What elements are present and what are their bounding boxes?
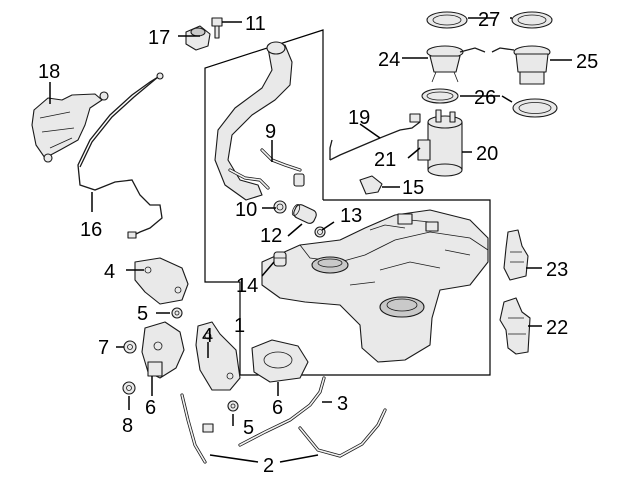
callout-7: 7 [98, 337, 109, 359]
callout-labels: 1 2 3 4 4 5 5 6 6 7 8 9 10 11 12 13 14 1… [38, 9, 598, 477]
heat-shield-4b [195, 321, 241, 391]
filler-neck [214, 41, 305, 201]
callout-20: 20 [476, 143, 498, 165]
callout-4b: 4 [202, 325, 213, 347]
bracket-6b [251, 339, 309, 383]
strap-3 [238, 376, 326, 447]
harness-19 [329, 113, 421, 161]
hose-12 [291, 204, 317, 224]
vapor-tube-16 [77, 72, 164, 239]
callout-5a: 5 [137, 303, 148, 325]
callout-4a: 4 [104, 261, 115, 283]
callout-23: 23 [546, 259, 568, 281]
callout-8: 8 [122, 415, 133, 437]
nut-5b [227, 400, 239, 412]
strap-2 [180, 393, 387, 464]
grommet-10 [273, 200, 287, 214]
fuel-pump-20 [417, 109, 463, 177]
callout-19: 19 [348, 107, 370, 129]
bolt-11 [211, 17, 223, 39]
callout-15: 15 [402, 177, 424, 199]
gasket-26b [512, 98, 558, 118]
callout-16: 16 [80, 219, 102, 241]
callout-1: 1 [234, 315, 245, 337]
bracket-22 [499, 297, 531, 355]
heat-shield-4a [134, 257, 189, 305]
callout-5b: 5 [243, 417, 254, 439]
fuel-tank [261, 209, 489, 363]
callout-11: 11 [245, 13, 266, 35]
check-valve-17 [185, 25, 211, 51]
leader-lines [49, 17, 572, 463]
sender-unit-25 [491, 45, 551, 85]
callout-26: 26 [474, 87, 496, 109]
lock-ring-27b [511, 11, 553, 29]
nut-5a [171, 307, 183, 319]
lock-ring-27a [426, 11, 468, 29]
bracket-15 [359, 175, 383, 195]
callout-18: 18 [38, 61, 60, 83]
assembly-boundary [204, 29, 491, 376]
callout-24: 24 [378, 49, 400, 71]
callout-12: 12 [260, 225, 282, 247]
bracket-23 [503, 229, 529, 281]
callout-3: 3 [337, 393, 348, 415]
callout-10: 10 [235, 199, 257, 221]
evap-canister-18 [31, 91, 109, 163]
bracket-6a [141, 321, 185, 379]
bolt-8 [122, 381, 136, 395]
callout-22: 22 [546, 317, 568, 339]
callout-25: 25 [576, 51, 598, 73]
gasket-26a [421, 88, 459, 104]
callout-13: 13 [340, 205, 362, 227]
callout-6a: 6 [145, 397, 156, 419]
nut-7 [123, 340, 137, 354]
callout-9: 9 [265, 121, 276, 143]
callout-27: 27 [478, 9, 500, 31]
clip-14 [273, 251, 287, 267]
callout-6b: 6 [272, 397, 283, 419]
sender-unit-24 [426, 45, 486, 83]
callout-2: 2 [263, 455, 274, 477]
callout-21: 21 [374, 149, 396, 171]
callout-14: 14 [236, 275, 258, 297]
callout-17: 17 [148, 27, 170, 49]
